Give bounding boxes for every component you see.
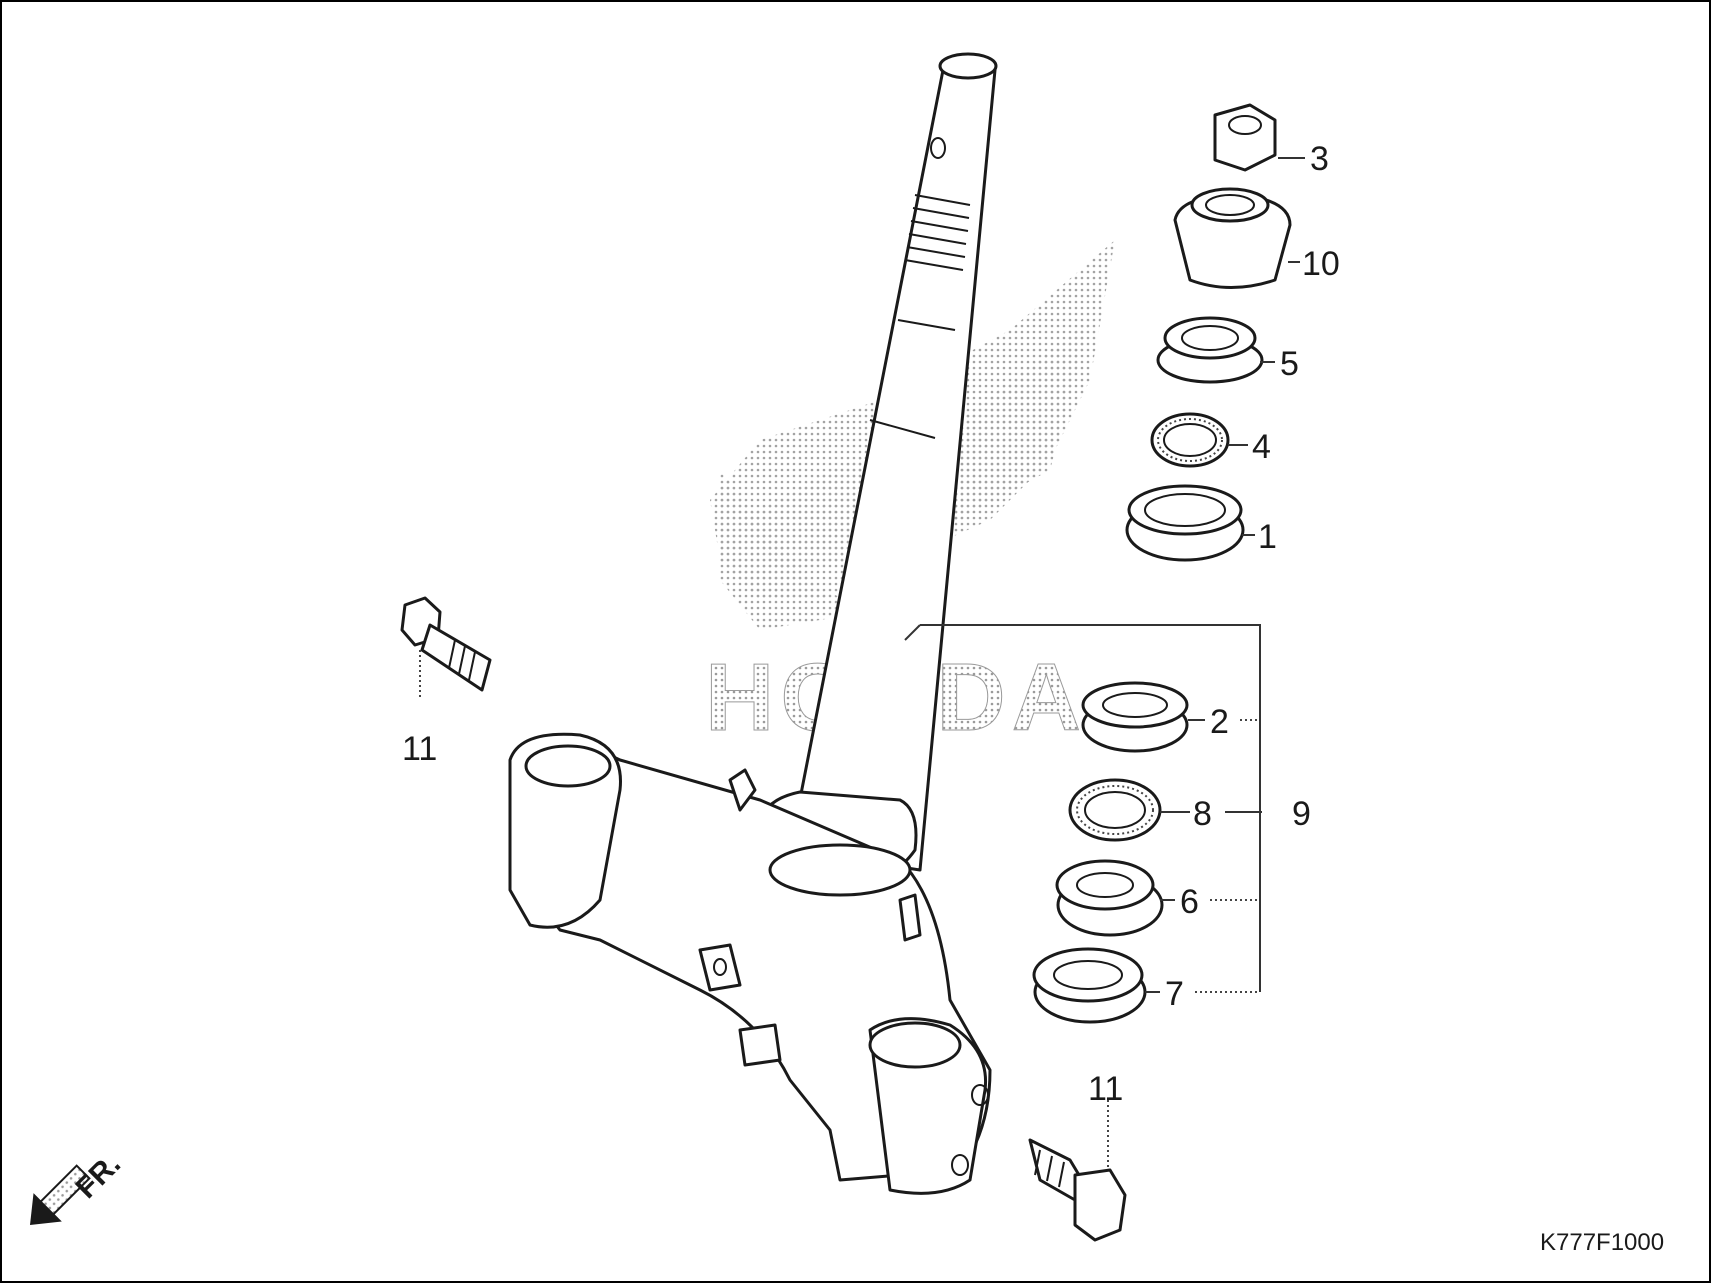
callout-6: 6 bbox=[1180, 883, 1199, 921]
callout-11-left: 11 bbox=[402, 730, 437, 768]
callout-1: 1 bbox=[1258, 518, 1277, 556]
bolt-right bbox=[1028, 1100, 1127, 1242]
lock-nut bbox=[1213, 103, 1277, 172]
callout-8: 8 bbox=[1193, 795, 1212, 833]
front-arrow-icon bbox=[30, 1164, 91, 1225]
callout-2: 2 bbox=[1210, 703, 1229, 741]
bolt-left bbox=[400, 596, 492, 700]
lower-bearing bbox=[1068, 778, 1162, 842]
front-indicator-label: FR. bbox=[70, 1147, 128, 1205]
top-cone-race bbox=[1156, 316, 1264, 384]
callout-9: 9 bbox=[1292, 795, 1311, 833]
leader-lines bbox=[904, 157, 1305, 993]
adjusting-nut bbox=[1173, 187, 1292, 289]
diagram-code: K777F1000 bbox=[1540, 1229, 1664, 1256]
callout-3: 3 bbox=[1310, 140, 1329, 178]
upper-bearing bbox=[1150, 412, 1230, 468]
callout-4: 4 bbox=[1252, 428, 1271, 466]
bottom-cone-race bbox=[1055, 859, 1164, 937]
bottom-bridge bbox=[508, 732, 992, 1195]
callout-5: 5 bbox=[1280, 345, 1299, 383]
top-ball-race bbox=[1125, 484, 1245, 562]
bottom-ball-race bbox=[1081, 681, 1189, 753]
callout-11-right: 11 bbox=[1088, 1070, 1123, 1108]
dust-seal bbox=[1032, 947, 1147, 1024]
callout-7: 7 bbox=[1165, 975, 1184, 1013]
callout-10: 10 bbox=[1302, 245, 1340, 283]
